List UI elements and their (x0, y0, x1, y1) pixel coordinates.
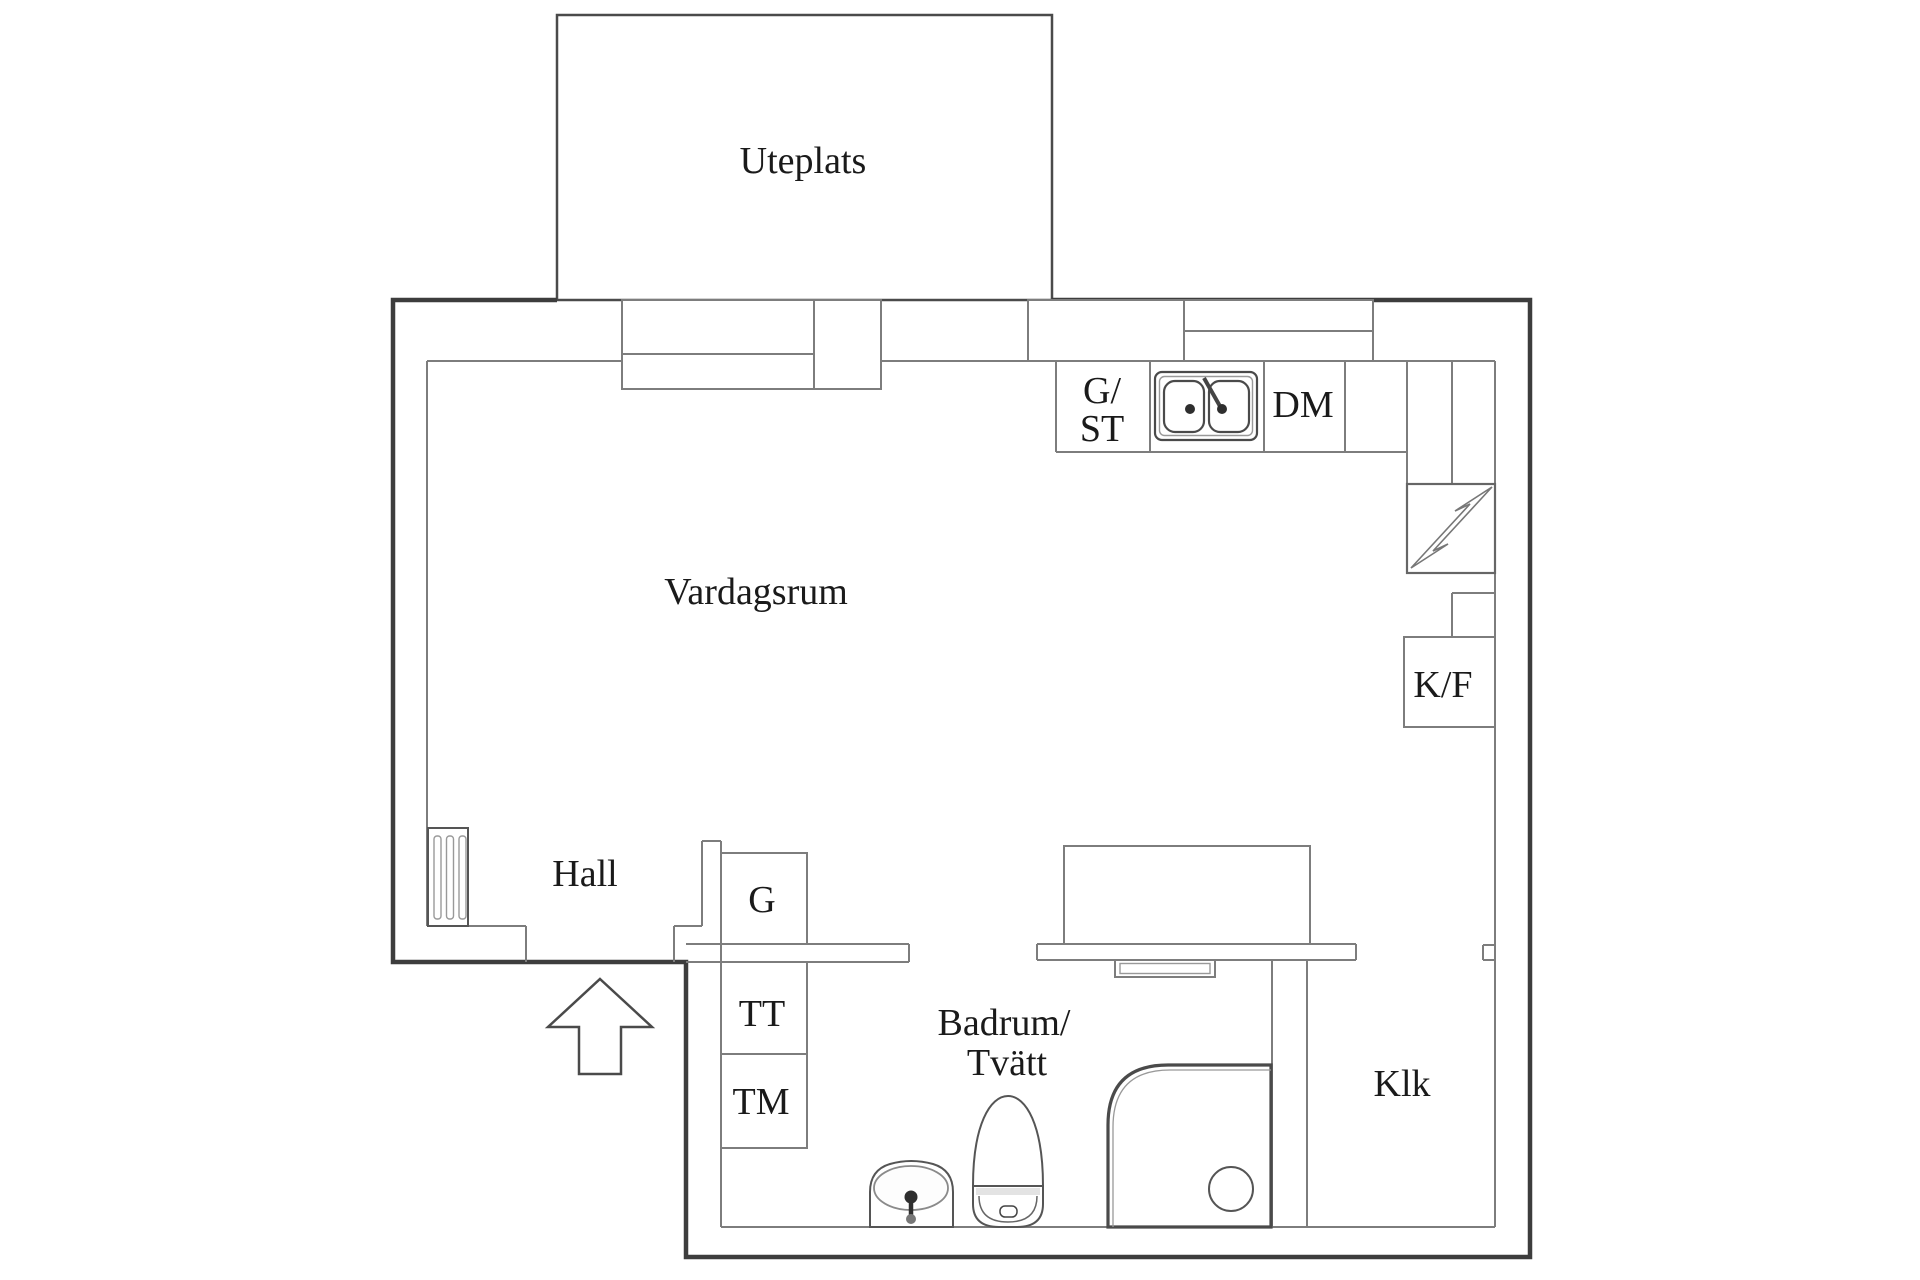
label-torktumlare: TT (739, 993, 785, 1035)
room-label-vardagsrum: Vardagsrum (664, 571, 848, 613)
dryer-box (720, 961, 808, 1055)
balcony-door (813, 299, 882, 390)
kf-fridge-freezer (1403, 592, 1496, 728)
living-room-window (621, 299, 815, 390)
kitchen-sink-icon (1153, 370, 1259, 442)
bathroom-closet-block (1063, 845, 1311, 978)
room-label-klk: Klk (1374, 1063, 1431, 1105)
kitchen-window-left (1027, 299, 1185, 362)
garderob-box (720, 852, 808, 945)
lightning-bolt-icon (1410, 486, 1493, 569)
apartment-outer-wall (390, 297, 1533, 1260)
windows (621, 299, 1374, 390)
washbasin-icon (869, 1160, 954, 1228)
label-kyl-frys: K/F (1413, 664, 1472, 706)
label-diskmaskin: DM (1272, 384, 1333, 426)
entrance-arrow-icon (544, 977, 656, 1076)
interior-walls (426, 360, 1496, 1228)
corner-shower-icon (1106, 1063, 1273, 1229)
radiator-icon (427, 827, 469, 927)
toilet-icon (971, 1094, 1045, 1228)
room-label-badrum-line1: Badrum/ (938, 1002, 1071, 1044)
label-tvattmaskin: TM (733, 1081, 790, 1123)
room-label-uteplats: Uteplats (740, 140, 867, 182)
electrical-box (1405, 482, 1497, 575)
label-garderob-stad-line2: ST (1080, 408, 1124, 450)
label-garderob-stad-line1: G/ (1083, 370, 1121, 412)
room-label-hall: Hall (552, 853, 617, 895)
washer-box (720, 1053, 808, 1149)
shower-drain-icon (1208, 1166, 1254, 1212)
laundry-closets (720, 852, 808, 1149)
room-label-badrum-line2: Tvätt (967, 1042, 1048, 1084)
label-garderob: G (748, 879, 775, 921)
